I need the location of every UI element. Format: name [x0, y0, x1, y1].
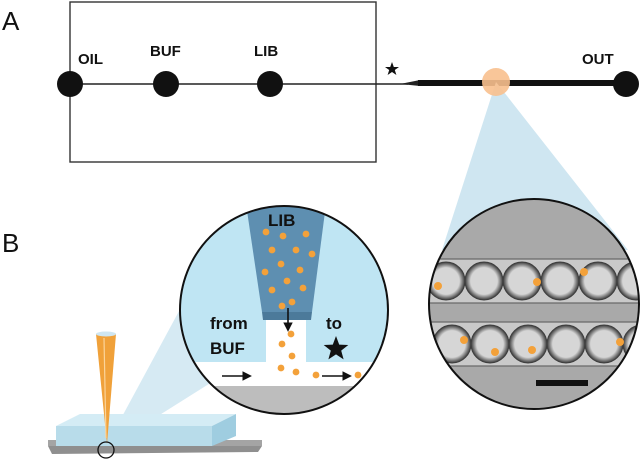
micrograph-projection: [442, 82, 628, 250]
out-label: OUT: [582, 51, 614, 68]
star-icon: [385, 62, 399, 75]
channel-droplets: [277, 330, 362, 379]
lib-label: LIB: [254, 43, 278, 60]
buf-label: BUF: [150, 43, 181, 60]
inset-buf-label: BUF: [210, 339, 245, 358]
panel-a-letter: A: [2, 6, 20, 36]
junction-marker-circle: [97, 441, 115, 459]
lib-inlet-node: [257, 71, 283, 97]
buf-inlet-node: [153, 71, 179, 97]
droplet-micrograph: [428, 198, 640, 410]
chip-block-side: [212, 414, 236, 446]
outlet-channel: [418, 80, 628, 86]
panel-b-letter: B: [2, 228, 19, 258]
oil-inlet-node: [57, 71, 83, 97]
chip-block-front: [56, 426, 212, 446]
out-outlet-node: [613, 71, 639, 97]
inset-from-label: from: [210, 314, 248, 333]
chip-block-top: [56, 414, 236, 426]
cone-droplets: [261, 228, 316, 310]
star-icon: [323, 336, 349, 360]
oil-label: OIL: [78, 51, 103, 68]
focus-circle: [482, 68, 510, 96]
pipette-tip: [96, 334, 116, 444]
chip-outline: [69, 1, 377, 163]
inset-lib-label: LIB: [268, 211, 295, 230]
inset-to-label: to: [326, 314, 342, 333]
chip-base: [48, 446, 262, 454]
pipette-highlight: [103, 337, 107, 439]
pipette-rim: [96, 331, 116, 337]
channel-taper: [400, 80, 420, 86]
